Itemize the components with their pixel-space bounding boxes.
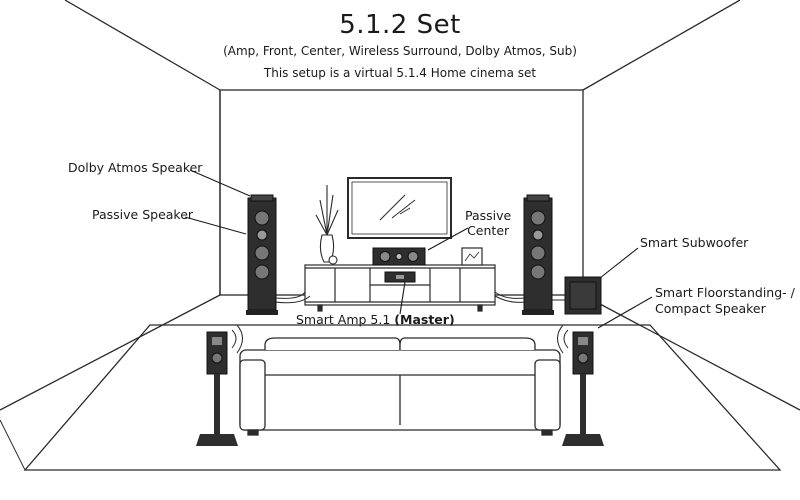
diagram-title: 5.1.2 Set — [0, 10, 800, 40]
smart-amp — [385, 272, 415, 282]
right-surround-speaker — [558, 325, 605, 446]
label-smart-floorstanding: Smart Floorstanding- / Compact Speaker — [655, 285, 795, 317]
diagram-subtitle-note: This setup is a virtual 5.1.4 Home cinem… — [0, 66, 800, 80]
label-smart-floorstanding-line1: Smart Floorstanding- / — [655, 285, 795, 301]
label-passive-speaker: Passive Speaker — [92, 207, 193, 222]
label-smart-floorstanding-line2: Compact Speaker — [655, 301, 795, 317]
center-speaker — [373, 248, 425, 265]
tv — [348, 178, 451, 238]
label-smart-amp-text: Smart Amp 5.1 — [296, 312, 390, 327]
label-smart-subwoofer: Smart Subwoofer — [640, 235, 748, 250]
left-tower-speaker — [246, 195, 278, 315]
vase — [316, 185, 338, 264]
diagram-subtitle: (Amp, Front, Center, Wireless Surround, … — [0, 44, 800, 58]
label-smart-amp-master: (Master) — [394, 312, 454, 327]
left-surround-speaker — [196, 325, 243, 446]
right-tower-speaker — [522, 195, 554, 315]
label-passive-center-line1: Passive — [465, 208, 511, 223]
label-passive-center-line2: Center — [465, 223, 511, 238]
label-passive-center: Passive Center — [465, 208, 511, 238]
photo-frame — [462, 248, 482, 265]
sofa — [240, 338, 560, 435]
label-dolby-atmos-speaker: Dolby Atmos Speaker — [68, 160, 202, 175]
subwoofer — [565, 277, 601, 314]
label-smart-amp: Smart Amp 5.1 (Master) — [296, 312, 455, 327]
